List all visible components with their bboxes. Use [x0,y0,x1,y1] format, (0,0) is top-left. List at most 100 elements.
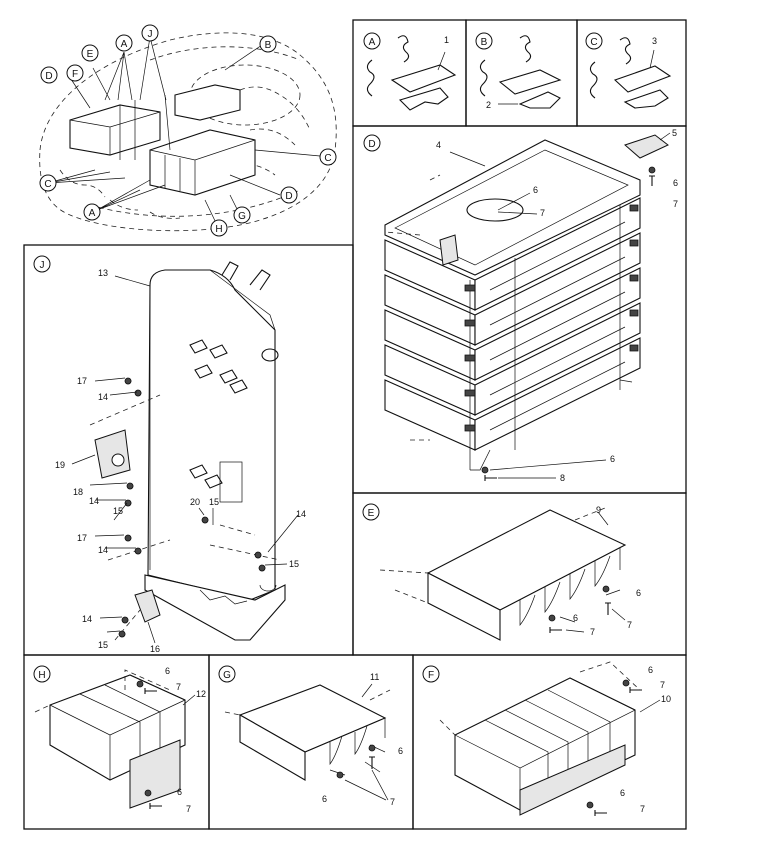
callout-18: 18 [73,487,83,497]
overview-callout-b: B [259,35,277,53]
panel-frames [23,19,687,830]
overview-callout-d-top: D [40,66,58,84]
strap-body-b [498,69,562,95]
vehicle-left-rack-top [69,111,161,155]
callout-6-e-right: 6 [636,588,641,598]
panel-h-divider-tray: H 6 7 12 6 7 [33,665,206,814]
callout-7-d-right: 7 [673,199,678,209]
strap-hook-upper [397,35,410,63]
vehicle-bulkhead [119,94,171,160]
callout-7-d-lid: 7 [540,208,545,218]
callout-7-e-right: 7 [627,620,632,630]
callout-15-right: 15 [289,559,299,569]
washer-icon [648,166,656,174]
vehicle-overview: A J B E D F C C [39,24,337,237]
callout-6-g-right: 6 [398,746,403,756]
strap-hook-lower-b [479,59,488,97]
panel-d-rack-assembly: D 5 6 7 4 6 [363,128,678,483]
callout-7-h-top: 7 [176,682,181,692]
rack-fasteners [118,377,266,638]
callout-1: 1 [444,35,449,45]
overview-callout-c-right: C [319,148,337,166]
callout-6-d-right: 6 [673,178,678,188]
tray-f-dividers [454,677,636,810]
rack-ring [261,348,279,362]
rack-corner-bracket [134,589,161,623]
callout-12: 12 [196,689,206,699]
callout-16: 16 [150,644,160,654]
strap-buckle-b [518,91,561,109]
callout-6-h-bottom: 6 [177,787,182,797]
callout-15-center: 15 [209,497,219,507]
callout-14-upper: 14 [98,392,108,402]
callout-14-mid: 14 [89,496,99,506]
panel-j-letter: J [40,260,45,271]
callout-17-lower: 17 [77,533,87,543]
panel-c-strap-detail: C 3 [585,32,672,109]
rack-label-plate [219,461,243,503]
overview-callout-a-top: A [115,34,133,52]
panel-f-frame [412,654,687,830]
svg-text:G: G [238,211,246,222]
panel-g-letter: G [223,670,231,681]
callout-8: 8 [560,473,565,483]
callout-14-right: 14 [296,509,306,519]
rack-side-latches [464,204,639,432]
svg-text:F: F [72,69,78,80]
svg-text:H: H [215,224,222,235]
overview-callout-g: G [233,206,251,224]
panel-b-letter: B [481,37,488,48]
callout-14-bottom: 14 [82,614,92,624]
panel-g-shelf: G 11 6 6 7 [218,665,403,807]
overview-callout-f: F [66,64,84,82]
callout-7-f-top: 7 [660,680,665,690]
strap-body-c [613,65,672,93]
tray-h-dividers [49,674,186,780]
callout-7-g: 7 [390,797,395,807]
callout-9: 9 [596,505,601,515]
rack-base-tray [144,574,286,641]
rack-lid-bracket [439,234,459,266]
svg-text:B: B [265,40,272,51]
overview-callout-c-left: C [39,174,57,192]
strap-hook-lower [366,59,375,97]
overview-leader-lines [47,36,321,226]
callout-20: 20 [190,497,200,507]
shelf-g-front [239,714,306,781]
callout-17-upper: 17 [77,376,87,386]
callout-4: 4 [436,140,441,150]
svg-text:C: C [44,179,51,190]
rack-side-bracket [94,429,131,479]
rack-mount-bracket [624,134,669,159]
tray-f-bracket [519,744,626,816]
callout-6-e-left: 6 [573,613,578,623]
svg-text:A: A [89,208,96,219]
vehicle-track-lower [89,189,301,217]
strap-hook-upper-c [619,37,632,65]
callout-3: 3 [652,36,657,46]
callout-19: 19 [55,460,65,470]
callout-6-f-bottom: 6 [620,788,625,798]
callout-10: 10 [661,694,671,704]
vehicle-center-rack [149,129,256,196]
panel-f-letter: F [428,670,434,681]
callout-6-f-top: 6 [648,665,653,675]
callout-2: 2 [486,100,491,110]
strap-body [390,64,457,93]
callout-6-d-bottom: 6 [610,454,615,464]
assembly-dashed-lines [89,394,281,641]
vehicle-hull-outline [39,32,337,232]
rack-lid-handle [466,198,524,222]
vehicle-center-rack-top [149,139,256,195]
bolt-icon [649,175,655,186]
vehicle-left-rack [69,104,161,156]
strap-buckle [398,87,449,111]
tray-h-bracket [129,739,181,809]
overview-callout-d-bottom: D [280,186,298,204]
callout-15-mid: 15 [113,506,123,516]
panel-h-letter: H [38,670,45,681]
overview-callout-a-bottom: A [83,203,101,221]
panel-j-vertical-rack: J 13 17 14 19 18 14 15 20 15 14 17 14 15 [33,255,306,654]
panel-j-leaders [71,275,299,644]
